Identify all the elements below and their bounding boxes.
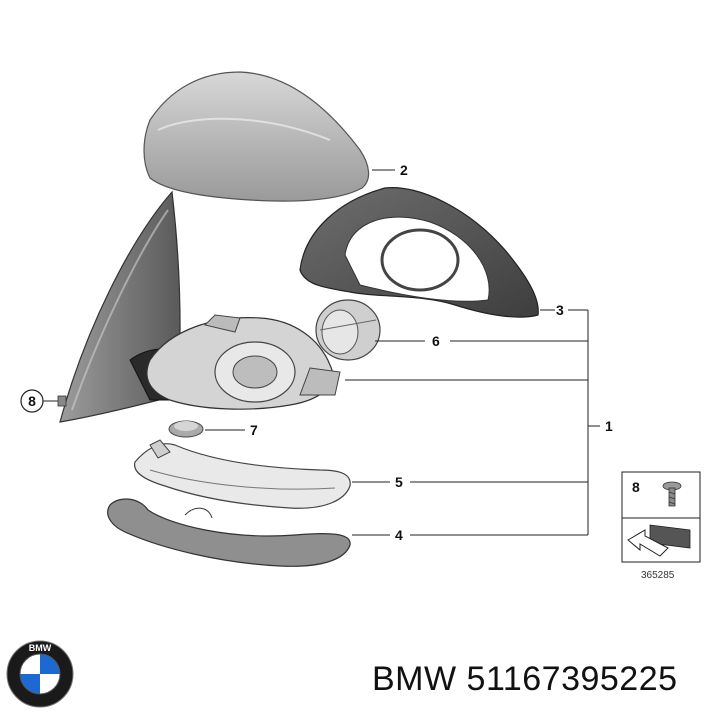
mirror-frame-part [299, 187, 539, 318]
bmw-logo-letters: BMW [29, 643, 52, 653]
callout-8-circle-group: 8 [20, 389, 67, 413]
callout-2: 2 [400, 162, 408, 178]
mirror-base-bracket-part [146, 314, 341, 410]
leader-lines [205, 169, 600, 536]
callout-8-circle: 8 [28, 393, 36, 409]
mirror-motor-part [315, 299, 381, 361]
callout-7: 7 [250, 422, 258, 438]
callout-6: 6 [432, 333, 440, 349]
brand-name: BMW [372, 660, 457, 698]
callout-4: 4 [395, 527, 403, 543]
diagram-reference-number: 365285 [641, 570, 675, 581]
bmw-logo: BMW [6, 640, 74, 708]
part-number: 51167395225 [466, 660, 678, 698]
callout-5: 5 [395, 474, 403, 490]
mounting-arrow-icon [627, 524, 691, 557]
mirror-cap-part [143, 71, 370, 202]
screw-legend-box: 8 [621, 471, 701, 563]
callout-8-box: 8 [632, 479, 640, 495]
part-number-caption: BMW 51167395225 [372, 660, 678, 699]
callout-1: 1 [605, 418, 613, 434]
turn-signal-lamp-part [134, 439, 351, 509]
callout-3: 3 [556, 302, 564, 318]
screw-icon [662, 481, 682, 507]
lower-trim-strip-part [107, 498, 351, 567]
mirror-small-cap-part [168, 420, 204, 438]
